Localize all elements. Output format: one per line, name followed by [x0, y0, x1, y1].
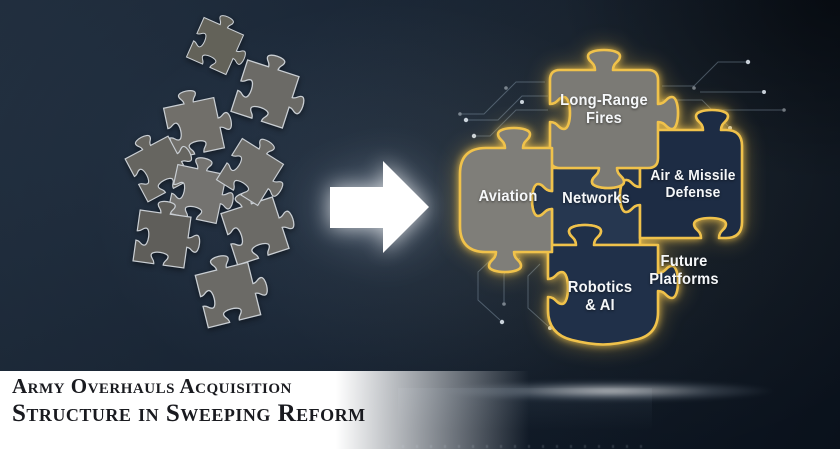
headline-line2: Structure in Sweeping Reform	[12, 400, 366, 427]
label-long-range-fires: Long-Range Fires	[560, 92, 648, 127]
label-aviation: Aviation	[478, 188, 538, 205]
headline-banner: Army Overhauls Acquisition Structure in …	[0, 371, 840, 449]
puzzle-piece-long-range-fires	[548, 48, 680, 190]
label-future-platforms: Future Platforms	[649, 253, 719, 288]
headline: Army Overhauls Acquisition Structure in …	[12, 373, 366, 429]
puzzle-piece-aviation	[458, 126, 554, 274]
label-networks: Networks	[562, 190, 630, 207]
puzzle-piece-robotics-ai	[546, 223, 680, 346]
assembled-puzzle	[458, 48, 744, 346]
headline-line1: Army Overhauls Acquisition	[12, 374, 292, 398]
label-robotics-ai: Robotics & AI	[567, 279, 633, 314]
cropped-caption-remnant	[388, 445, 648, 448]
label-air-missile-defense: Air & Missile Defense	[650, 167, 736, 201]
circuit-traces	[458, 59, 786, 330]
scattered-puzzle-pieces	[119, 7, 316, 329]
scattered-puzzle-piece	[191, 246, 274, 329]
right-arrow-icon	[330, 161, 429, 253]
scattered-puzzle-piece	[132, 197, 206, 271]
